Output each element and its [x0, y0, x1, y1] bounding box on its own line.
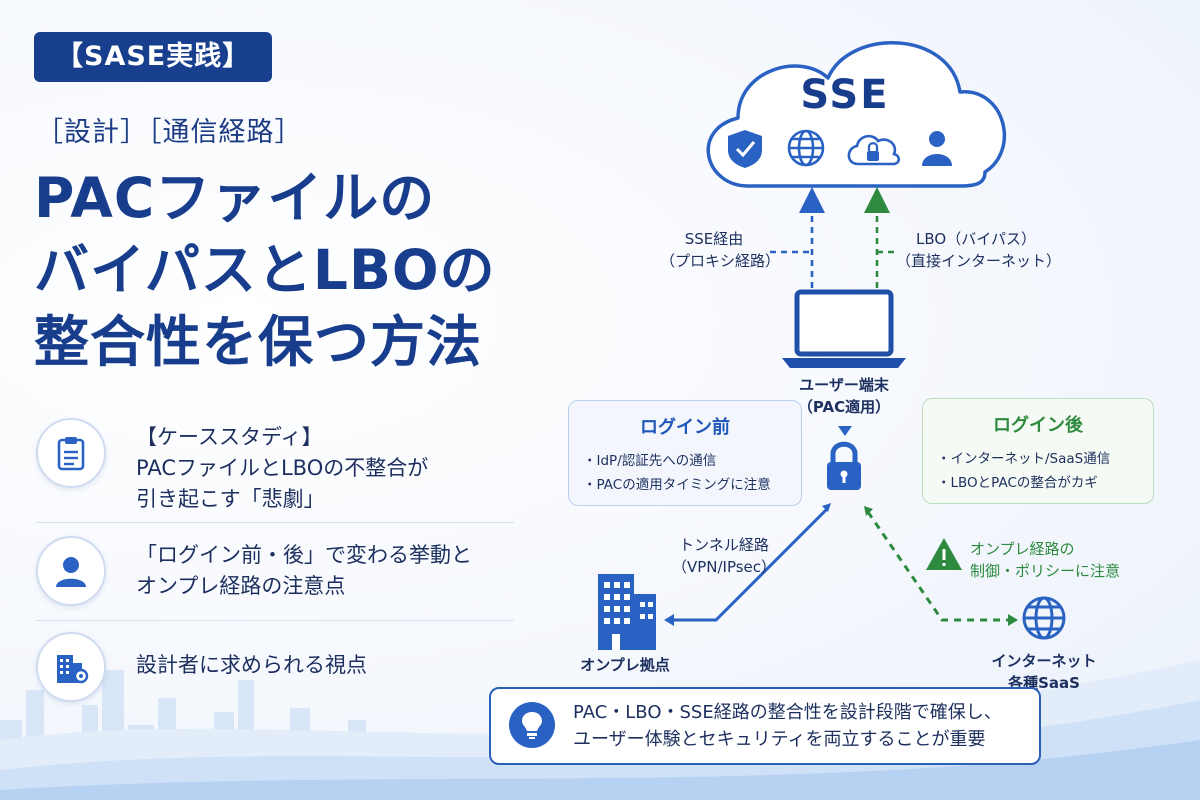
user-device-label: ユーザー端末 （PAC適用）	[780, 374, 908, 418]
tunnel-arrow-head	[822, 503, 831, 512]
panel-item: ・PACの適用タイミングに注意	[583, 477, 771, 493]
point-line: 引き起こす「悲劇」	[136, 487, 325, 511]
globe-icon	[787, 129, 825, 167]
user-icon	[56, 557, 86, 587]
key-takeaway-box: PAC・LBO・SSE経路の整合性を設計段階で確保し、 ユーザー体験とセキュリテ…	[489, 687, 1041, 765]
label-line: インターネット	[991, 652, 1097, 670]
before-login-panel: ログイン前 ・IdP/認証先への通信 ・PACの適用タイミングに注意	[568, 400, 802, 506]
label-line: ユーザー端末	[799, 376, 889, 394]
panel-title: ログイン前	[640, 417, 730, 438]
point-line: 設計者に求められる視点	[136, 653, 367, 677]
tunnel-arrow-head	[664, 614, 674, 626]
clipboard-icon	[57, 437, 85, 471]
label-line: （PAC適用）	[797, 398, 891, 416]
user-icon	[922, 131, 952, 166]
warning-icon	[926, 538, 962, 570]
panel-title: ログイン後	[993, 415, 1083, 436]
label-line: （プロキシ経路）	[660, 252, 781, 270]
down-arrow-icon	[838, 426, 852, 436]
internet-arrow-head	[1008, 614, 1018, 626]
divider	[36, 522, 514, 523]
sse-cloud	[706, 41, 1007, 188]
label-line: （VPN/IPsec）	[671, 558, 777, 576]
point-designer-perspective: 設計者に求められる視点	[36, 632, 516, 708]
label-line: トンネル経路	[679, 536, 769, 554]
wave-decoration	[0, 660, 1200, 800]
shield-check-icon	[728, 130, 762, 168]
internet-route-line	[866, 511, 1014, 622]
label-line: 制御・ポリシーに注意	[970, 562, 1121, 580]
series-tag: 【SASE実践】	[34, 32, 273, 82]
tunnel-route-line	[668, 506, 830, 622]
point-login-behavior: 「ログイン前・後」で変わる挙動と オンプレ経路の注意点	[36, 536, 516, 612]
label-line: オンプレ経路の	[970, 540, 1075, 558]
sse-route-label: SSE経由 （プロキシ経路）	[660, 228, 781, 272]
takeaway-line: ユーザー体験とセキュリティを両立することが重要	[573, 729, 986, 750]
headline-line: バイパスとLBOの	[34, 238, 496, 302]
point-line: 「ログイン前・後」で変わる挙動と	[136, 543, 472, 567]
lbo-route-label: LBO（バイパス） （直接インターネット）	[896, 228, 1062, 272]
panel-item: ・LBOとPACの整合がカギ	[937, 475, 1098, 491]
cloud-lock-icon	[847, 134, 901, 166]
takeaway-line: PAC・LBO・SSE経路の整合性を設計段階で確保し、	[573, 702, 1002, 723]
point-line: 【ケーススタディ】	[136, 425, 323, 449]
label-line: SSE経由	[684, 230, 744, 248]
lightbulb-icon	[509, 702, 555, 748]
lock-icon	[827, 441, 861, 490]
point-text: 「ログイン前・後」で変わる挙動と オンプレ経路の注意点	[136, 540, 472, 602]
headline-line: 整合性を保つ方法	[34, 310, 483, 374]
divider	[36, 620, 514, 621]
point-text: 【ケーススタディ】 PACファイルとLBOの不整合が 引き起こす「悲劇」	[136, 422, 428, 515]
label-line: （直接インターネット）	[896, 252, 1062, 270]
point-icon-circle	[36, 418, 106, 488]
after-login-panel: ログイン後 ・インターネット/SaaS通信 ・LBOとPACの整合がカギ	[922, 398, 1154, 504]
point-icon-circle	[36, 536, 106, 606]
warning-label: オンプレ経路の 制御・ポリシーに注意	[970, 538, 1130, 582]
point-text: 設計者に求められる視点	[136, 650, 367, 681]
panel-item: ・インターネット/SaaS通信	[937, 451, 1111, 467]
label-line: LBO（バイパス）	[916, 230, 1036, 248]
headline-line: PACファイルの	[34, 166, 436, 230]
headline: PACファイルの バイパスとLBOの 整合性を保つ方法	[34, 162, 554, 378]
building-icon	[598, 574, 656, 650]
point-case-study: 【ケーススタディ】 PACファイルとLBOの不整合が 引き起こす「悲劇」	[36, 418, 516, 511]
tunnel-route-label: トンネル経路 （VPN/IPsec）	[664, 534, 784, 578]
onprem-label: オンプレ拠点	[580, 656, 670, 674]
building-gear-icon	[57, 655, 89, 684]
laptop-icon	[782, 289, 906, 368]
internet-arrow-head	[864, 506, 873, 516]
sse-cloud-label: SSE	[800, 72, 890, 118]
point-icon-circle	[36, 632, 106, 702]
panel-item: ・IdP/認証先への通信	[583, 453, 717, 469]
globe-icon	[1022, 596, 1066, 640]
point-line: オンプレ経路の注意点	[136, 574, 346, 598]
category-tags: ［設計］［通信経路］	[36, 117, 303, 148]
takeaway-text: PAC・LBO・SSE経路の整合性を設計段階で確保し、 ユーザー体験とセキュリテ…	[573, 699, 1002, 753]
point-line: PACファイルとLBOの不整合が	[136, 456, 429, 480]
